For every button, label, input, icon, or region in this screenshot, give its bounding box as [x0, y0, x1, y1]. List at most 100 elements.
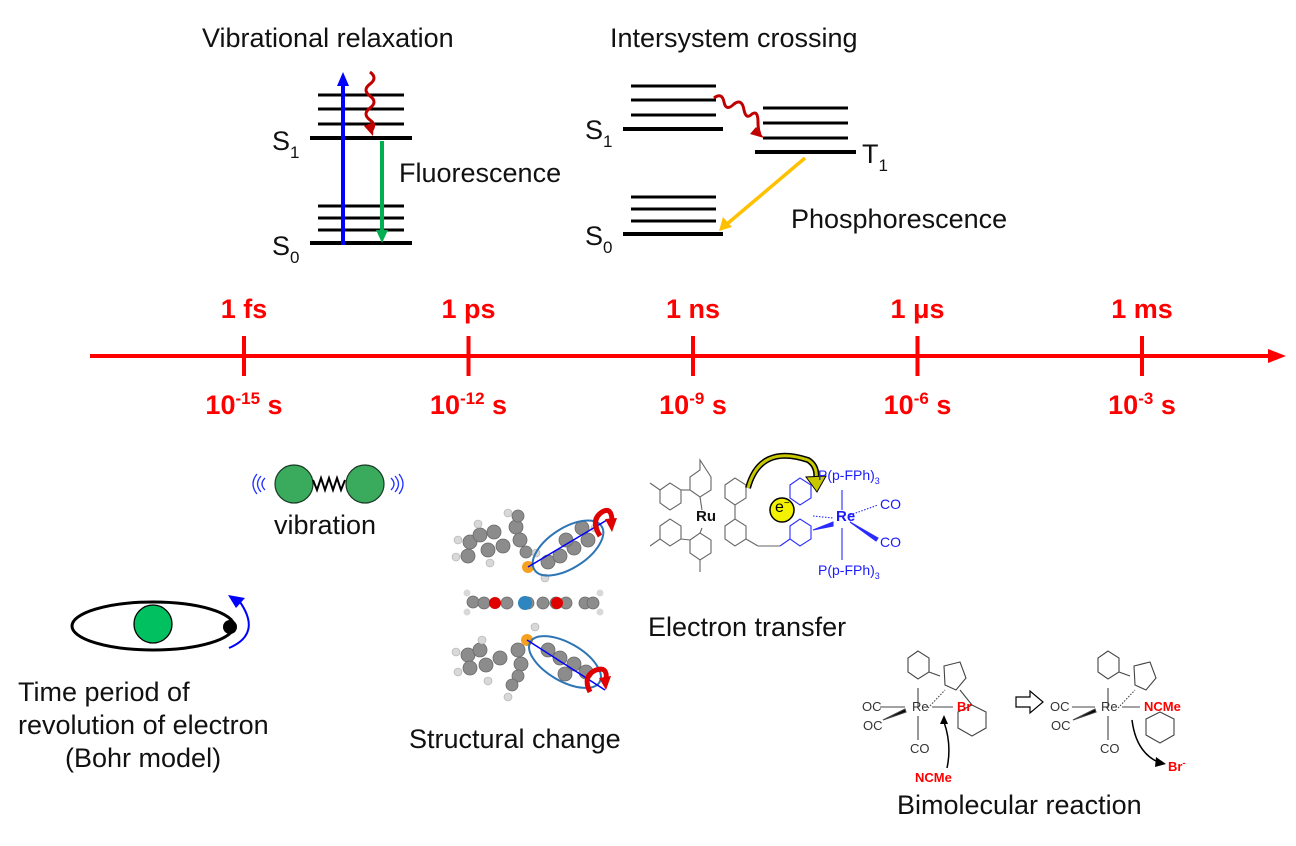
re-label-product: Re [1101, 699, 1118, 714]
s1-levels-right [623, 84, 723, 131]
electron-badge [769, 497, 795, 523]
tick-base: 10 [1108, 390, 1139, 420]
oc-label-product-2: OC [1051, 718, 1071, 733]
oc-label-reactant-1: OC [862, 699, 882, 714]
leaving-group-arrow [1131, 719, 1159, 763]
br-leaving-group: Br [957, 699, 972, 714]
co-label-product: CO [1100, 741, 1120, 756]
product-complex [1072, 650, 1175, 767]
bohr-caption-line-2: revolution of electron [18, 710, 269, 740]
tick-base: 10 [883, 390, 914, 420]
s1-subscript: 1 [290, 143, 300, 162]
s1-letter-right: S [585, 115, 604, 145]
phosphine-top-label: P(p-FPh)3 [818, 467, 880, 486]
bohr-model-illustration [70, 595, 250, 652]
nucleophile-attack-arrow [943, 721, 950, 769]
br-anion: Br- [1168, 758, 1186, 775]
ru-atom-label: Ru [696, 508, 716, 525]
jablonski-right [623, 84, 856, 236]
tick-exponent: -9 [689, 389, 705, 408]
br-anion-charge: - [1182, 758, 1186, 768]
bimolecular-illustration [880, 650, 1175, 769]
ncme-bound: NCMe [1144, 699, 1181, 714]
tick-unit-label: 1 ps [441, 294, 496, 324]
tick-unit-label: 1 ms [1111, 294, 1173, 324]
phosphine-top-text: P(p-FPh) [818, 467, 875, 483]
s1-label-left: S1 [272, 126, 299, 161]
tick-exponent: -6 [913, 389, 929, 408]
s0-letter: S [272, 231, 291, 261]
bimolecular-caption: Bimolecular reaction [897, 790, 1142, 820]
phosphorescence-label: Phosphorescence [791, 204, 1008, 234]
vibrational-relaxation-squiggle [364, 70, 376, 136]
tick-power-label: 10-15 s [205, 390, 282, 421]
structural-change-illustration [451, 507, 617, 702]
tick-base: 10 [659, 390, 690, 420]
timeline-axis [90, 336, 1286, 376]
oc-label-product-1: OC [1050, 699, 1070, 714]
electron-transfer-illustration [649, 452, 879, 572]
t1-levels [755, 106, 856, 154]
bohr-caption-line-1: Time period of [18, 677, 190, 707]
structural-change-caption: Structural change [409, 724, 621, 754]
s1-levels [310, 93, 412, 140]
reaction-arrow [1015, 689, 1044, 715]
re-bipyridine-ligand [779, 477, 879, 560]
s1-letter: S [272, 126, 291, 156]
reactant-complex [880, 650, 987, 769]
tick-unit: s [704, 390, 727, 420]
s0-subscript-right: 0 [603, 238, 613, 257]
co-ligand-lower: CO [880, 534, 901, 550]
s0-label-right: S0 [585, 221, 612, 256]
tick-unit-label: 1 fs [220, 294, 268, 324]
electron-symbol: e− [775, 499, 790, 517]
re-atom-label: Re [836, 508, 856, 525]
oc-label-reactant-2: OC [863, 718, 883, 733]
co-label-reactant: CO [910, 741, 930, 756]
tick-base: 10 [205, 390, 236, 420]
electron-charge: − [783, 498, 790, 509]
rotation-ellipse-top [531, 519, 605, 577]
vibration-waves-left [252, 473, 266, 495]
atom-right [345, 464, 385, 504]
electron [223, 620, 237, 634]
ru-bipyridine-ligands [649, 458, 780, 572]
tick-unit: s [1153, 390, 1176, 420]
top-phosphine [451, 507, 617, 583]
phosphine-bottom-text: P(p-FPh) [818, 562, 875, 578]
vibration-caption: vibration [273, 510, 377, 540]
s0-letter-right: S [585, 221, 604, 251]
t1-label: T1 [862, 139, 888, 174]
nucleus [133, 604, 173, 644]
tick-unit-label: 1 μs [890, 294, 945, 324]
s0-levels-right [623, 195, 723, 236]
tick-unit-label: 1 ns [665, 294, 721, 324]
s1-label-right: S1 [585, 115, 612, 150]
tick-power-label: 10-9 s [659, 390, 727, 421]
s1-subscript-right: 1 [603, 132, 613, 151]
s0-levels [310, 204, 412, 245]
bohr-caption: Time period of revolution of electron (B… [18, 676, 269, 775]
absorption-arrow [337, 72, 349, 245]
phosphorescence-arrow [719, 156, 807, 231]
s0-subscript: 0 [290, 248, 300, 267]
electron-letter: e [775, 499, 784, 516]
ncme-incoming: NCMe [915, 770, 952, 785]
bohr-caption-line-3: (Bohr model) [65, 743, 222, 773]
fluorescence-arrow [376, 141, 388, 243]
vibration-waves-right [390, 473, 404, 495]
br-anion-text: Br [1168, 759, 1183, 774]
tick-power-label: 10-12 s [430, 390, 507, 421]
atom-left [274, 464, 314, 504]
tick-unit: s [928, 390, 952, 420]
phosphine-bottom-sub: 3 [874, 571, 880, 581]
t1-letter: T [862, 139, 879, 169]
rotation-arrow-bottom [584, 666, 609, 694]
vibration-illustration [252, 464, 404, 504]
axis-arrowhead [1268, 349, 1286, 363]
s0-label-left: S0 [272, 231, 299, 266]
tick-unit: s [484, 390, 508, 420]
co-ligand-upper: CO [880, 496, 901, 512]
tick-unit: s [260, 390, 283, 420]
